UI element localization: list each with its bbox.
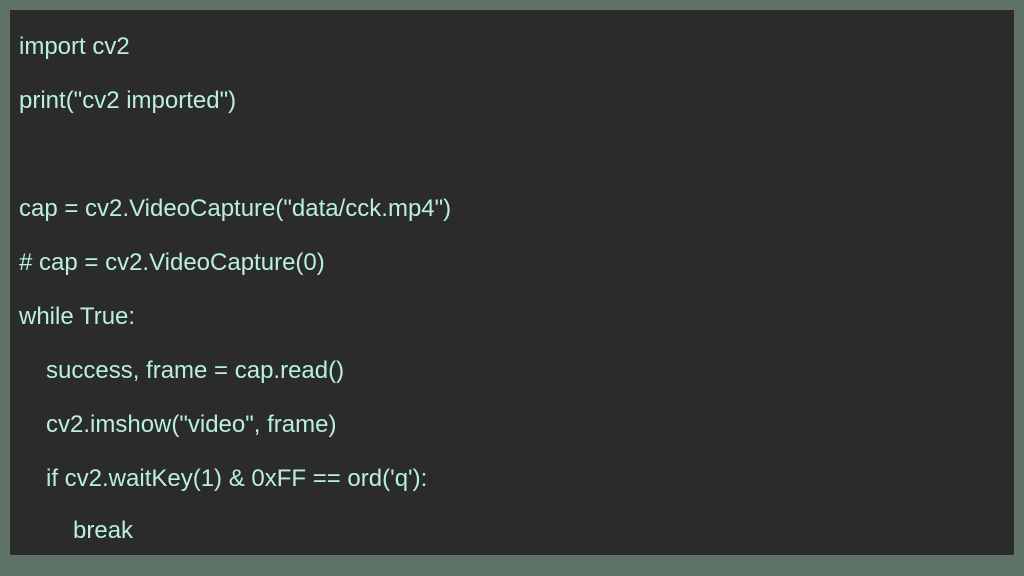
code-line-7: success, frame = cap.read() <box>46 357 345 384</box>
code-line-4: cap = cv2.VideoCapture("data/cck.mp4") <box>19 195 452 222</box>
code-line-9: if cv2.waitKey(1) & 0xFF == ord('q'): <box>46 465 428 492</box>
code-line-5: # cap = cv2.VideoCapture(0) <box>19 249 325 276</box>
code-line-8: cv2.imshow("video", frame) <box>46 411 337 438</box>
code-slide: import cv2 print("cv2 imported") cap = c… <box>10 10 1014 555</box>
code-line-1: import cv2 <box>19 33 130 60</box>
code-line-6: while True: <box>19 303 136 330</box>
code-line-2: print("cv2 imported") <box>19 87 237 114</box>
code-line-10: break <box>73 517 134 544</box>
